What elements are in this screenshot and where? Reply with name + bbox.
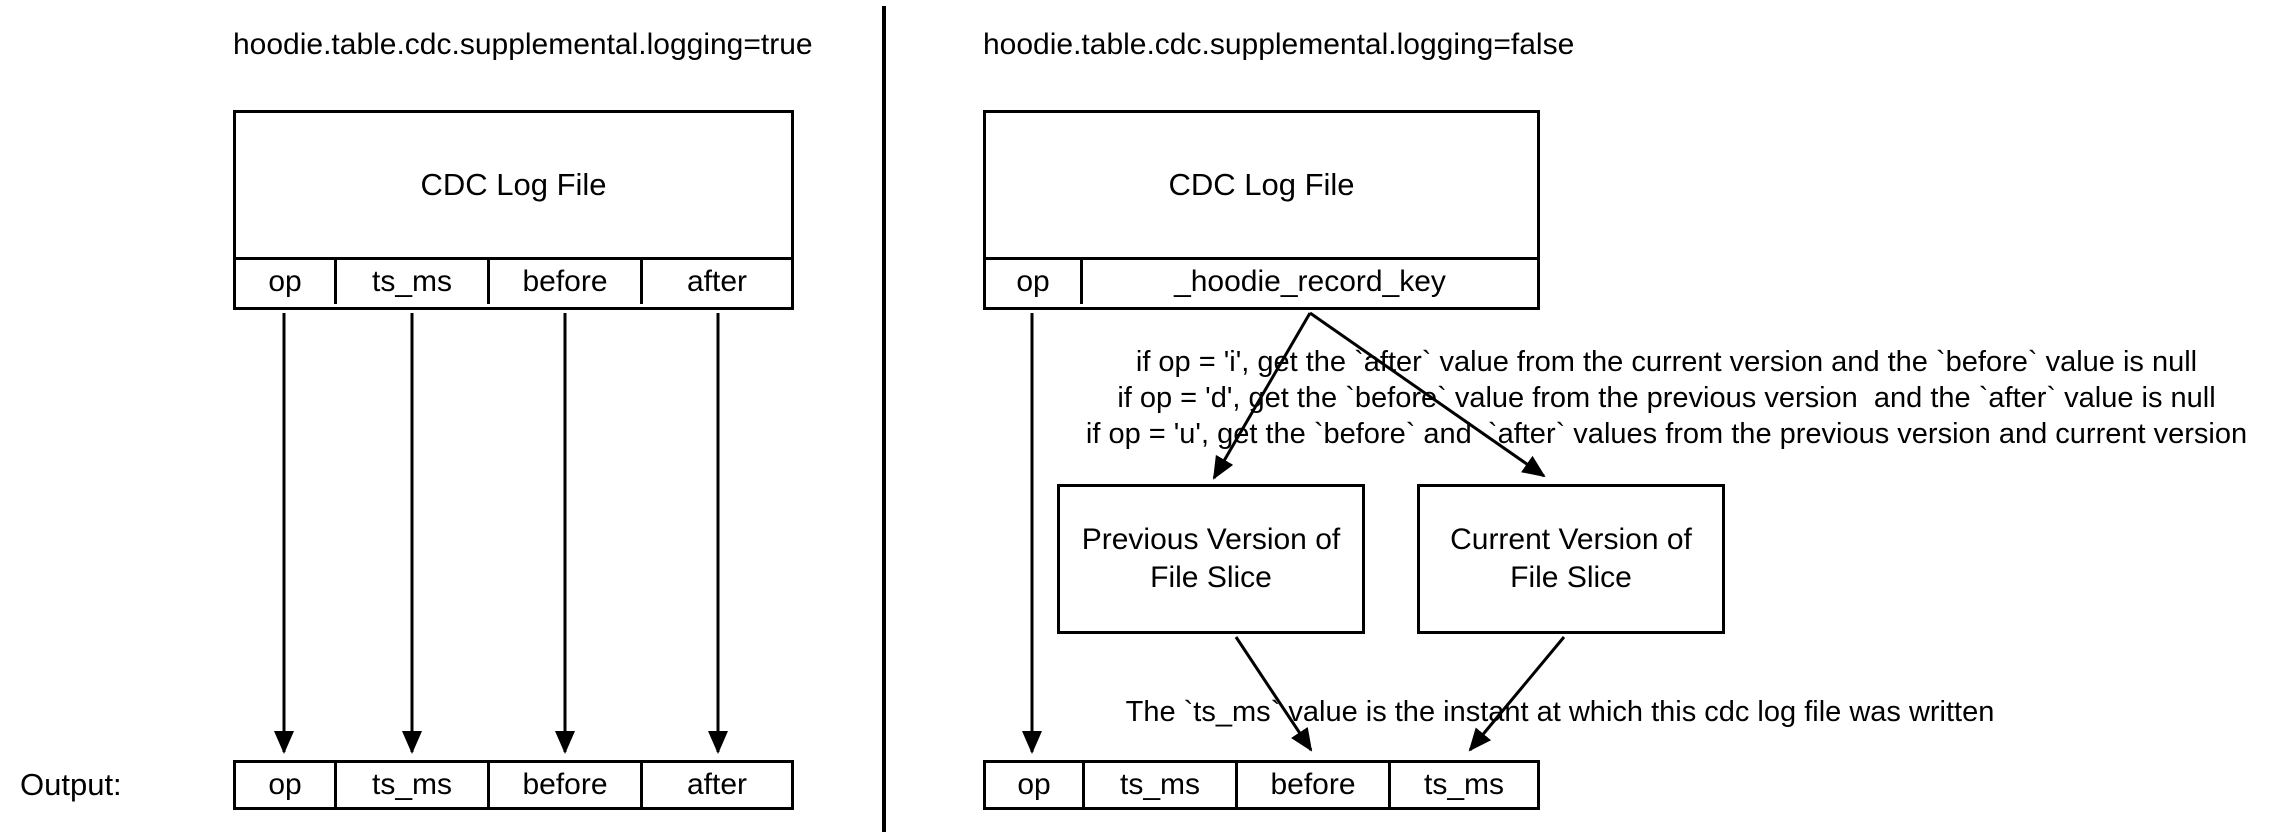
previous-file-slice-label-line2: File Slice: [1150, 561, 1272, 594]
output-cell-ts-ms-2: ts_ms: [1423, 768, 1504, 801]
arrow-previous-to-before: [1234, 636, 1313, 752]
right-cdc-box-title: CDC Log File: [986, 113, 1537, 260]
right-config-title: hoodie.table.cdc.supplemental.logging=fa…: [983, 28, 1575, 61]
arrow-record-key-to-previous: [1212, 312, 1312, 480]
arrow-record-key-to-current: [1309, 311, 1546, 478]
left-cdc-log-file-box: CDC Log File op ts_ms before after: [233, 110, 794, 310]
output-cell-before: before: [490, 763, 643, 807]
output-cell-before: before: [1238, 763, 1391, 807]
output-cell-op: op: [236, 763, 337, 807]
current-file-slice-box: Current Version of File Slice: [1417, 484, 1725, 634]
schema-cell-before: before: [490, 260, 643, 304]
schema-cell-after: after: [686, 265, 748, 298]
ts-ms-note: The `ts_ms` value is the instant at whic…: [1125, 696, 1995, 728]
left-config-title: hoodie.table.cdc.supplemental.logging=tr…: [233, 28, 813, 61]
output-cell-ts-ms: ts_ms: [337, 763, 490, 807]
schema-cell-op: op: [986, 260, 1083, 304]
output-label: Output:: [20, 767, 122, 802]
previous-file-slice-box: Previous Version of File Slice: [1057, 484, 1365, 634]
right-cdc-log-file-box: CDC Log File op _hoodie_record_key: [983, 110, 1540, 310]
schema-cell-ts-ms: ts_ms: [337, 260, 490, 304]
right-panel: hoodie.table.cdc.supplemental.logging=fa…: [884, 0, 2278, 836]
left-schema-row: op ts_ms before after: [236, 260, 791, 304]
left-output-row: op ts_ms before after: [233, 760, 794, 810]
output-cell-op: op: [986, 763, 1085, 807]
current-file-slice-label-line2: File Slice: [1510, 561, 1632, 594]
right-schema-row: op _hoodie_record_key: [986, 260, 1537, 304]
condition-line-delete: if op = 'd', get the `before` value from…: [1117, 382, 2216, 414]
left-cdc-box-title: CDC Log File: [236, 113, 791, 260]
op-conditions-text: if op = 'i', get the `after` value from …: [1055, 344, 2278, 452]
condition-line-insert: if op = 'i', get the `after` value from …: [1135, 346, 2198, 378]
current-file-slice-label-line1: Current Version of: [1450, 523, 1692, 556]
left-panel: hoodie.table.cdc.supplemental.logging=tr…: [0, 0, 884, 836]
schema-cell-op: op: [236, 260, 337, 304]
arrow-current-to-ts-ms: [1468, 636, 1566, 752]
right-output-row: op ts_ms before ts_ms: [983, 760, 1540, 810]
condition-line-update: if op = 'u', get the `before` and `after…: [1085, 418, 2248, 450]
schema-cell-hoodie-record-key: _hoodie_record_key: [1174, 265, 1446, 298]
output-cell-after: after: [686, 768, 748, 801]
output-cell-ts-ms: ts_ms: [1085, 763, 1238, 807]
previous-file-slice-label-line1: Previous Version of: [1081, 523, 1341, 556]
